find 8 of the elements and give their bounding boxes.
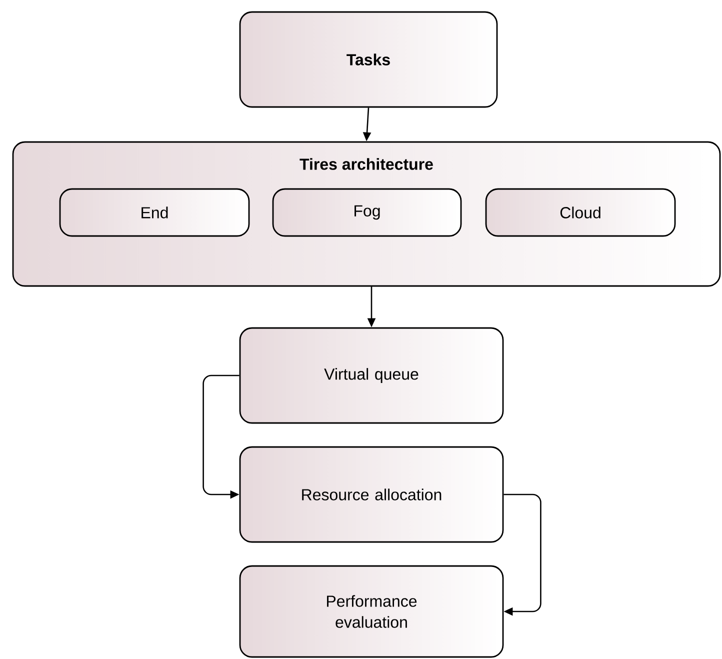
process-box: Performance evaluation <box>239 565 504 658</box>
tier-box: Cloud <box>485 188 676 237</box>
process-box: Tasks <box>239 11 498 108</box>
arrow <box>504 494 542 616</box>
tier-box: End <box>59 188 250 237</box>
process-box: Virtual queue <box>239 327 504 424</box>
process-box: Resource allocation <box>239 446 504 543</box>
tier-box: Fog <box>272 188 462 237</box>
